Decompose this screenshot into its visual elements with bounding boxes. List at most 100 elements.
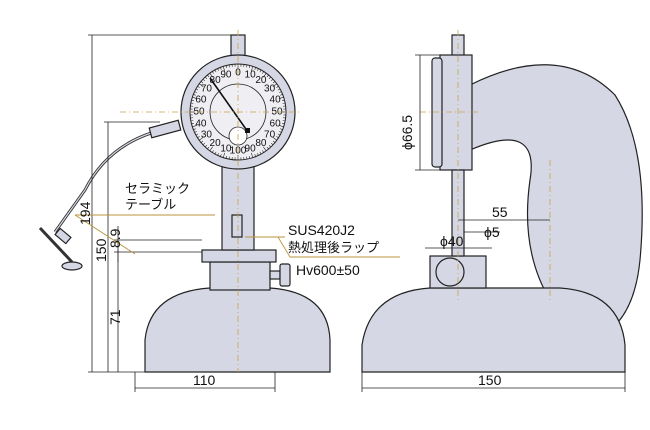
- dial-number: 40: [195, 119, 207, 130]
- dial-tick: [249, 65, 251, 68]
- dial-tick: [272, 140, 276, 143]
- dimension-lines: [74, 34, 626, 392]
- cable-fitting: [148, 119, 182, 139]
- dial-tick: [194, 131, 197, 133]
- dial-tick: [254, 67, 256, 70]
- dial-tick: [282, 102, 286, 104]
- dial-tick: [282, 123, 285, 125]
- dimension-labels: 194 150 8.9 71 110 150 ϕ66.5 55 ϕ5 ϕ40 セ…: [77, 115, 508, 388]
- dial-tick: [279, 131, 282, 133]
- dim-194: 194: [77, 201, 93, 225]
- dial-tick: [251, 66, 254, 72]
- dial-number: 70: [264, 130, 276, 141]
- dim-dial-diameter: ϕ66.5: [399, 115, 415, 150]
- dial-tick: [202, 78, 206, 82]
- dial-number: 10: [245, 70, 257, 81]
- dial-tick: [190, 120, 194, 122]
- dial-tick: [212, 71, 214, 74]
- dial-tick: [192, 96, 198, 99]
- dial-tick: [197, 86, 200, 88]
- dial-tick: [246, 156, 248, 160]
- dial-tick: [278, 96, 284, 99]
- dial-tick: [199, 137, 204, 141]
- dial-tick: [277, 88, 281, 91]
- dial-tick: [262, 71, 264, 74]
- dial-number: 30: [264, 84, 276, 95]
- front-spindle-tip: [231, 214, 243, 238]
- dial-tick: [263, 146, 267, 151]
- dial-number: 90: [245, 144, 257, 155]
- dial-number: 20: [210, 138, 222, 149]
- dial-tick: [268, 76, 272, 80]
- release-cable: [53, 126, 171, 233]
- dim-150-horizontal: 150: [478, 372, 502, 388]
- dial-tick: [217, 153, 219, 156]
- dial-tick: [282, 99, 285, 101]
- dial-tick: [259, 151, 262, 155]
- dial-tick: [276, 86, 279, 88]
- dim-55: 55: [492, 204, 508, 220]
- dial-tick: [257, 153, 259, 156]
- dial-tick: [263, 73, 267, 78]
- dial-number: 80: [255, 138, 267, 149]
- dial-needle: [209, 77, 249, 133]
- dial-tick: [190, 102, 194, 104]
- dial-tick: [207, 74, 210, 78]
- dim-71: 71: [107, 309, 123, 325]
- ceramic-label-1: セラミック: [125, 182, 190, 197]
- side-dial-body: [439, 54, 473, 171]
- dial-tick: [193, 128, 196, 130]
- dial-tick: [272, 81, 276, 84]
- dial-tick: [214, 69, 217, 73]
- dial-tick: [279, 91, 282, 93]
- front-base-dome: [144, 287, 331, 373]
- dial-tick: [200, 140, 204, 143]
- side-c-frame: [469, 64, 643, 331]
- hardness-label: Hv600±50: [296, 262, 360, 278]
- dial-tick: [192, 125, 198, 128]
- dial-tick: [257, 68, 259, 71]
- dial-tick: [197, 136, 200, 138]
- dial-tick: [266, 146, 269, 150]
- dial-tick: [214, 151, 217, 155]
- dial-number: 90: [220, 70, 232, 81]
- front-base-neck: [209, 261, 271, 291]
- dim-8-9: 8.9: [107, 228, 123, 248]
- dial-tick: [280, 94, 283, 96]
- dial-tick: [270, 142, 274, 146]
- dial-tick: [270, 78, 274, 82]
- dial-number: 40: [270, 95, 282, 106]
- release-cable-inner: [54, 127, 171, 233]
- dial-tick: [246, 64, 248, 68]
- dial-tick: [209, 146, 213, 151]
- release-button: [61, 261, 83, 271]
- side-view: [361, 30, 643, 373]
- dial-number: 70: [201, 84, 213, 95]
- dial-number: 60: [270, 119, 282, 130]
- dial-tick: [193, 94, 196, 96]
- front-knob-head: [279, 263, 291, 287]
- dial-tick: [254, 154, 256, 157]
- front-table-plate: [201, 249, 277, 263]
- dim-150-vertical: 150: [93, 238, 109, 262]
- dim-table-diameter: ϕ40: [440, 233, 464, 249]
- dial-tick: [199, 83, 204, 87]
- dial-tick: [266, 74, 269, 78]
- needle-tail: [245, 128, 250, 133]
- material-label: SUS420J2: [288, 222, 355, 238]
- dial-tick: [228, 156, 230, 160]
- dial-tick: [220, 154, 222, 157]
- dial-tick: [202, 142, 206, 146]
- dial-number: 60: [195, 95, 207, 106]
- dial-tick: [195, 133, 199, 136]
- dial-tick: [222, 152, 225, 158]
- dial-tick: [191, 99, 194, 101]
- dial-tick: [217, 68, 219, 71]
- dial-tick: [212, 150, 214, 153]
- dial-tick: [251, 152, 254, 158]
- dial-tick: [225, 65, 227, 68]
- dial-tick: [200, 81, 204, 84]
- side-dial-glass: [431, 57, 443, 168]
